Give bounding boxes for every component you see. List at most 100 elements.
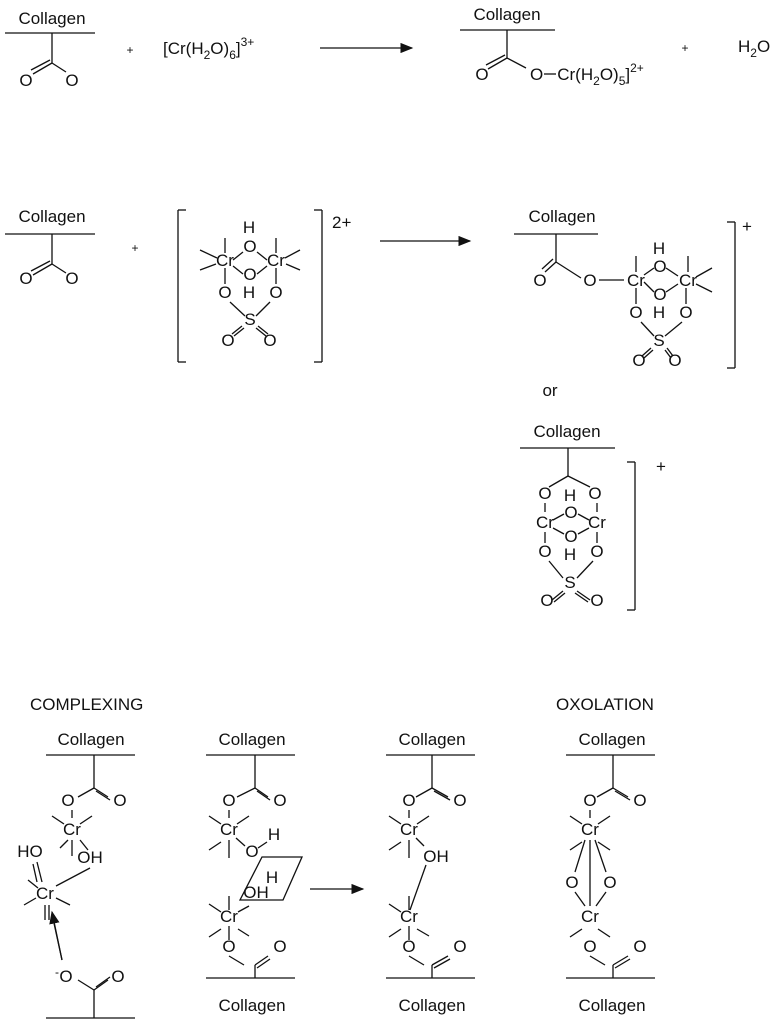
collagen-label: Collagen — [218, 996, 285, 1015]
atom-cr: Cr — [400, 820, 418, 839]
bond-line — [597, 841, 611, 851]
atom-o: O — [65, 269, 78, 288]
bond-line — [199, 263, 217, 271]
bond-line — [548, 560, 564, 579]
collagen-label: Collagen — [398, 730, 465, 749]
atom-o: O — [218, 283, 231, 302]
atom-o: O — [273, 791, 286, 810]
bond-line — [388, 841, 402, 851]
bond-line — [51, 815, 65, 825]
collagen-label: Collagen — [533, 422, 600, 441]
complexing-oxolation-section: COMPLEXING OXOLATION Collagen O O Cr HO … — [17, 695, 654, 1015]
bond-line — [255, 301, 271, 317]
atom-o: O — [540, 591, 553, 610]
bond-line — [409, 864, 427, 911]
formula-superscript: 3+ — [241, 35, 255, 49]
bond-line — [388, 815, 402, 825]
atom-o: O — [113, 791, 126, 810]
formula-subscript: 5 — [619, 74, 626, 88]
atom-cr: Cr — [267, 251, 285, 270]
atom-cr: Cr — [216, 251, 234, 270]
bond-line — [285, 263, 301, 271]
oxolation-title: OXOLATION — [556, 695, 654, 714]
atom-o: O — [668, 351, 681, 370]
bond-line — [541, 258, 554, 270]
plus-sign: + — [131, 241, 138, 255]
bond-line — [79, 815, 93, 825]
bond-line — [552, 527, 565, 535]
bond-line — [27, 879, 39, 889]
bond-line — [665, 267, 679, 277]
atom-o: O — [111, 967, 124, 986]
atom-h: H — [243, 283, 255, 302]
atom-o: O — [453, 937, 466, 956]
bond-line — [388, 903, 402, 913]
bond-line — [208, 928, 222, 938]
collagen-label: Collagen — [473, 5, 540, 24]
bond-line — [567, 475, 591, 488]
bond-line — [614, 790, 631, 801]
atom-s: S — [244, 310, 255, 329]
bond-line — [30, 59, 51, 71]
bond-line — [51, 263, 67, 274]
bond-line — [415, 787, 433, 798]
bond-line — [235, 837, 246, 847]
bond-line — [574, 839, 586, 873]
bond-line — [641, 347, 652, 357]
atom-cr: Cr — [63, 820, 81, 839]
formula-subscript: 2 — [204, 48, 211, 62]
collagen-label: Collagen — [578, 996, 645, 1015]
bond-line — [431, 787, 449, 798]
bond-line — [665, 283, 679, 293]
bond-line — [237, 905, 250, 913]
formula-part: [Cr(H — [163, 39, 204, 58]
atom-o: O — [475, 65, 488, 84]
atom-s: S — [564, 573, 575, 592]
atom-cr: Cr — [400, 907, 418, 926]
bond-line — [594, 839, 607, 873]
collagen-label: Collagen — [218, 730, 285, 749]
bond-line — [433, 790, 451, 801]
formula-part: Cr(H — [557, 65, 593, 84]
collagen-label: Collagen — [57, 730, 124, 749]
bond-line — [55, 867, 91, 887]
bond-line — [257, 325, 269, 335]
atom-o: O — [583, 791, 596, 810]
bond-line — [666, 347, 674, 357]
atom-o: O — [222, 937, 235, 956]
bond-line — [254, 787, 269, 798]
atom-h: H — [243, 218, 255, 237]
bond-line — [695, 283, 713, 293]
atom-o: O — [19, 71, 32, 90]
bond-line — [614, 958, 631, 969]
atom-o: O — [59, 967, 72, 986]
bond-line — [664, 321, 683, 337]
bonds — [5, 29, 736, 1019]
bond-line — [256, 958, 271, 969]
reaction-1: Collagen O O + [Cr(H2O)6]3+ Collagen O O… — [18, 5, 770, 90]
reaction-arrows — [49, 42, 472, 961]
atom-cr: Cr — [581, 907, 599, 926]
atom-o: O — [590, 591, 603, 610]
bond-line — [576, 590, 591, 601]
atom-h: H — [564, 545, 576, 564]
atom-cr: Cr — [581, 820, 599, 839]
bond-line — [30, 260, 51, 272]
bond-line — [416, 815, 430, 825]
bond-line — [569, 841, 583, 851]
collagen-label: Collagen — [18, 207, 85, 226]
atom-cr: Cr — [220, 820, 238, 839]
bond-line — [388, 928, 402, 938]
atom-o: O — [221, 331, 234, 350]
atom-o: O — [590, 542, 603, 561]
collagen-label: Collagen — [398, 996, 465, 1015]
plus-sign: + — [126, 43, 133, 57]
hydroxyl-label: OH — [243, 883, 269, 902]
atom-o: O — [633, 937, 646, 956]
hydroxyl-label: OH — [77, 848, 103, 867]
bond-line — [416, 928, 430, 937]
atom-o: O — [402, 937, 415, 956]
atom-o: O — [538, 484, 551, 503]
atom-o: O — [633, 791, 646, 810]
